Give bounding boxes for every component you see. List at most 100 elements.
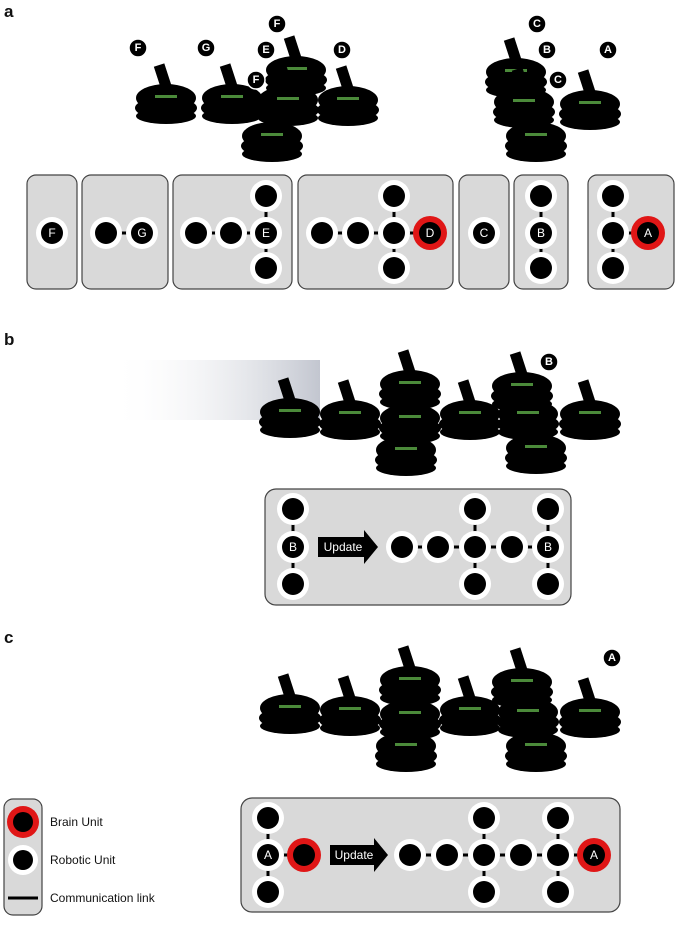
robot-tag: E bbox=[256, 40, 276, 60]
robot bbox=[497, 400, 559, 440]
robotic-unit bbox=[282, 498, 304, 520]
robot bbox=[319, 379, 381, 440]
unit-label: E bbox=[262, 226, 270, 240]
robotic-unit bbox=[530, 257, 552, 279]
svg-text:F: F bbox=[274, 18, 281, 30]
robot-tag: G bbox=[196, 38, 216, 58]
robot-tag: A bbox=[602, 648, 622, 668]
robotic-unit bbox=[547, 807, 569, 829]
svg-text:A: A bbox=[608, 652, 616, 664]
robotic-unit bbox=[185, 222, 207, 244]
robotic-unit bbox=[436, 844, 458, 866]
svg-text:E: E bbox=[262, 44, 269, 56]
robot bbox=[319, 675, 381, 736]
brain-unit bbox=[293, 844, 315, 866]
robot bbox=[135, 63, 197, 124]
robot bbox=[375, 436, 437, 476]
panel-letter-c: c bbox=[4, 628, 14, 647]
robotic-unit bbox=[464, 573, 486, 595]
robotic-unit bbox=[547, 844, 569, 866]
legend-brain-swatch bbox=[13, 812, 33, 832]
svg-text:C: C bbox=[533, 18, 541, 30]
robotic-unit bbox=[473, 844, 495, 866]
robotic-unit bbox=[383, 257, 405, 279]
robotic-unit bbox=[255, 222, 277, 244]
robot-tag: D bbox=[332, 40, 352, 60]
robotic-unit bbox=[257, 881, 279, 903]
panel-c-module: A Update A bbox=[240, 797, 621, 913]
robot bbox=[505, 434, 567, 474]
unit-label: C bbox=[480, 226, 489, 240]
robot-tag: F bbox=[246, 70, 266, 90]
panel-b-robots: B bbox=[110, 349, 621, 476]
robotic-unit bbox=[537, 498, 559, 520]
svg-text:B: B bbox=[543, 44, 551, 56]
unit-label: F bbox=[48, 226, 55, 240]
robot bbox=[497, 698, 559, 738]
svg-text:B: B bbox=[545, 356, 553, 368]
unit-label: B bbox=[289, 540, 297, 554]
robot bbox=[379, 645, 441, 706]
robotic-unit bbox=[602, 257, 624, 279]
unit-label: B bbox=[544, 540, 552, 554]
robotic-unit bbox=[41, 222, 63, 244]
legend-brain-label: Brain Unit bbox=[50, 815, 103, 829]
robotic-unit bbox=[501, 536, 523, 558]
unit-label: A bbox=[644, 226, 652, 240]
svg-text:F: F bbox=[253, 74, 260, 86]
robot bbox=[439, 675, 501, 736]
robotic-unit bbox=[220, 222, 242, 244]
legend-robotic-label: Robotic Unit bbox=[50, 853, 116, 867]
robot-tag: B bbox=[539, 352, 559, 372]
unit-label: A bbox=[264, 848, 272, 862]
robotic-unit bbox=[282, 573, 304, 595]
robotic-unit bbox=[602, 185, 624, 207]
legend-robotic-swatch bbox=[13, 850, 33, 870]
panel-a-modules: F G E D C bbox=[26, 174, 675, 290]
panel-c-robots: A bbox=[259, 645, 622, 772]
svg-text:D: D bbox=[338, 44, 346, 56]
robotic-unit bbox=[530, 222, 552, 244]
robot bbox=[259, 673, 321, 734]
unit-label: A bbox=[590, 848, 598, 862]
robotic-unit bbox=[473, 881, 495, 903]
panel-a-robots: F G E F F D C B C A bbox=[128, 14, 621, 162]
robot-brain bbox=[559, 677, 621, 738]
legend: Brain Unit Robotic Unit Communication li… bbox=[3, 798, 156, 916]
robot-tag: B bbox=[537, 40, 557, 60]
robot-brain bbox=[317, 65, 379, 126]
robotic-unit bbox=[530, 185, 552, 207]
robotic-unit bbox=[255, 185, 277, 207]
robotic-unit bbox=[383, 185, 405, 207]
robotic-unit bbox=[464, 536, 486, 558]
robot-tag: C bbox=[527, 14, 547, 34]
robotic-unit bbox=[257, 807, 279, 829]
robot bbox=[505, 122, 567, 162]
brain-unit bbox=[583, 844, 605, 866]
unit-label: G bbox=[137, 226, 146, 240]
svg-text:A: A bbox=[604, 44, 612, 56]
panel-letter-a: a bbox=[4, 2, 14, 21]
svg-text:C: C bbox=[554, 74, 562, 86]
robot bbox=[241, 122, 303, 162]
update-arrow bbox=[318, 530, 378, 564]
robotic-unit bbox=[347, 222, 369, 244]
robotic-unit bbox=[473, 807, 495, 829]
robot-tag: A bbox=[598, 40, 618, 60]
robotic-unit bbox=[602, 222, 624, 244]
update-label: Update bbox=[324, 540, 363, 554]
robotic-unit bbox=[464, 498, 486, 520]
robotic-unit bbox=[510, 844, 532, 866]
brain-unit bbox=[419, 222, 441, 244]
legend-link-label: Communication link bbox=[50, 891, 156, 905]
robot-tag: F bbox=[128, 38, 148, 58]
panel-letter-b: b bbox=[4, 330, 15, 349]
robotic-unit bbox=[537, 573, 559, 595]
robotic-unit bbox=[257, 844, 279, 866]
svg-text:G: G bbox=[202, 42, 211, 54]
robot bbox=[379, 349, 441, 410]
robot-tag: F bbox=[267, 14, 287, 34]
robotic-unit bbox=[547, 881, 569, 903]
robotic-unit bbox=[255, 257, 277, 279]
